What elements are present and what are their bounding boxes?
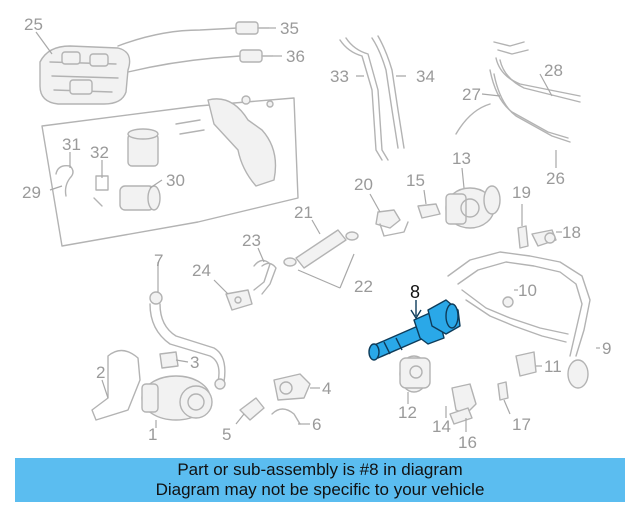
part-25-bracket — [39, 45, 131, 105]
callout-labels: 25 35 36 33 34 28 27 26 31 32 29 30 13 2… — [22, 15, 611, 452]
callout-30: 30 — [166, 171, 185, 190]
banner-line-2: Diagram may not be specific to your vehi… — [155, 480, 485, 499]
callout-9: 9 — [602, 339, 611, 358]
callout-23: 23 — [242, 231, 261, 250]
callout-1: 1 — [148, 425, 157, 444]
part-24-gasket — [225, 289, 253, 311]
part-21-hose — [283, 229, 359, 269]
part-19-clip — [517, 225, 529, 249]
callout-2: 2 — [96, 363, 105, 382]
callout-12: 12 — [398, 403, 417, 422]
callout-27: 27 — [462, 85, 481, 104]
part-1-pump — [141, 375, 213, 421]
part-5-plug — [239, 397, 265, 421]
banner-line-1: Part or sub-assembly is #8 in diagram — [177, 460, 463, 479]
part-3-fitting — [159, 351, 179, 369]
part-15-gasket — [417, 203, 441, 219]
part-23-hose — [253, 259, 277, 295]
part-27-28-pipes — [455, 41, 581, 143]
callout-33: 33 — [330, 67, 349, 86]
callout-22: 22 — [354, 277, 373, 296]
callout-21: 21 — [294, 203, 313, 222]
part-2-bracket — [91, 349, 141, 421]
part-35-sensor — [117, 21, 269, 47]
part-6-clip — [271, 408, 301, 425]
sub-assembly-frame — [41, 95, 299, 247]
part-4-fitting — [273, 373, 311, 401]
part-33-34-pipes — [339, 35, 405, 161]
callout-35: 35 — [280, 19, 299, 38]
info-banner: Part or sub-assembly is #8 in diagram Di… — [15, 458, 625, 502]
callout-6: 6 — [312, 415, 321, 434]
part-16-elbow — [449, 383, 477, 425]
callout-5: 5 — [222, 425, 231, 444]
callout-13: 13 — [452, 149, 471, 168]
part-17-clip — [497, 381, 509, 401]
part-18-connector — [531, 229, 557, 247]
callout-7: 7 — [154, 251, 163, 270]
callout-29: 29 — [22, 183, 41, 202]
callout-31: 31 — [62, 135, 81, 154]
callout-26: 26 — [546, 169, 565, 188]
callout-17: 17 — [512, 415, 531, 434]
callout-16: 16 — [458, 433, 477, 452]
part-36-sensor — [127, 49, 273, 73]
callout-3: 3 — [190, 353, 199, 372]
part-8-highlighted[interactable] — [368, 299, 461, 361]
callout-10: 10 — [518, 281, 537, 300]
callout-8-highlighted: 8 — [410, 282, 420, 302]
part-7-pipe — [149, 291, 226, 390]
part-9-tube — [447, 251, 591, 389]
part-20-fitting — [375, 209, 409, 237]
callout-25: 25 — [24, 15, 43, 34]
callout-24: 24 — [192, 261, 211, 280]
callout-20: 20 — [354, 175, 373, 194]
callout-14: 14 — [432, 417, 451, 436]
part-11-gasket — [515, 351, 537, 377]
callout-11: 11 — [544, 357, 562, 376]
callout-32: 32 — [90, 143, 109, 162]
callout-19: 19 — [512, 183, 531, 202]
callout-34: 34 — [416, 67, 435, 86]
callout-18: 18 — [562, 223, 581, 242]
callout-15: 15 — [406, 171, 425, 190]
callout-28: 28 — [544, 61, 563, 80]
part-12-valve — [399, 355, 431, 393]
parts-diagram: 25 35 36 33 34 28 27 26 31 32 29 30 13 2… — [22, 15, 611, 452]
callout-4: 4 — [322, 379, 331, 398]
callout-36: 36 — [286, 47, 305, 66]
part-13-valve — [445, 185, 501, 229]
